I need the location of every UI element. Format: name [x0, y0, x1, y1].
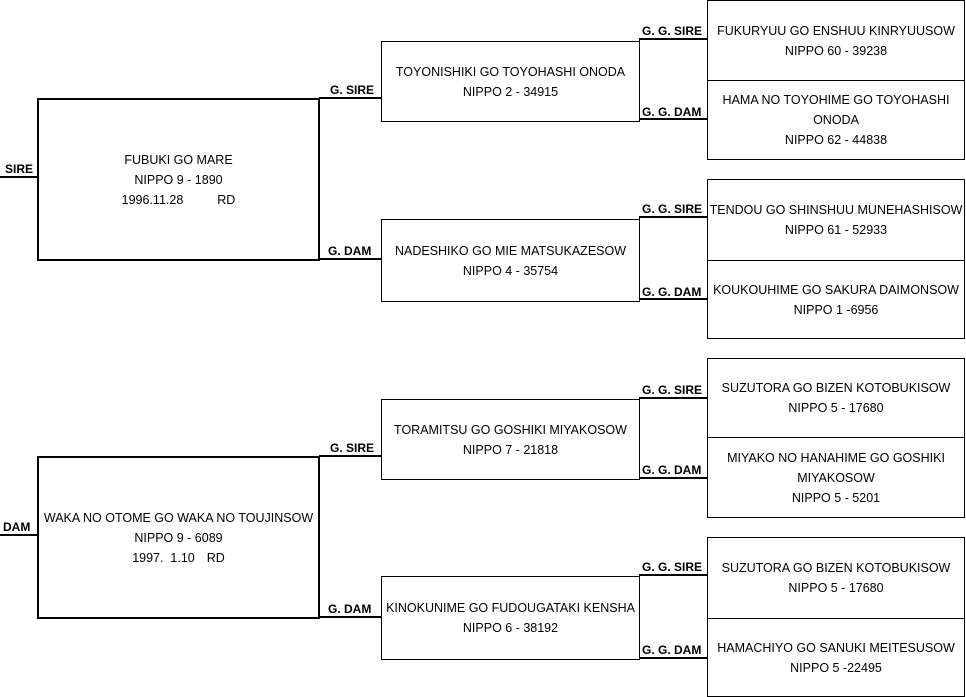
great-grandparent-box: HAMACHIYO GO SANUKI MEITESUSOW NIPPO 5 -…: [707, 618, 965, 697]
grandsire-name: TORAMITSU GO GOSHIKI MIYAKOSOW: [394, 422, 627, 437]
gg-dam-label: G. G. DAM: [642, 285, 702, 299]
sire-birth-line: 1996.11.28 RD: [122, 190, 236, 210]
great-grandparent-name: MIYAKO NO HANAHIME GO GOSHIKI MIYAKOSOW: [727, 450, 945, 485]
great-grandparent-name: HAMACHIYO GO SANUKI MEITESUSOW: [717, 640, 955, 655]
dam-color: RD: [206, 550, 225, 565]
great-grandparent-registration: NIPPO 5 - 17680: [788, 401, 884, 415]
gg-dam-label: G. G. DAM: [642, 643, 702, 657]
connector: [639, 477, 708, 479]
granddam-box: NADESHIKO GO MIE MATSUKAZESOW NIPPO 4 - …: [381, 219, 640, 302]
great-grandparent-registration: NIPPO 5 -22495: [790, 660, 882, 675]
dam-birth-date: 1997. 1.10: [132, 550, 195, 565]
great-grandparent-box: FUKURYUU GO ENSHUU KINRYUUSOW NIPPO 60 -…: [707, 0, 965, 81]
connector: [639, 216, 708, 218]
dam-birth-line: 1997. 1.10 RD: [132, 548, 225, 568]
connector: [639, 574, 708, 576]
granddam-registration: NIPPO 6 - 38192: [462, 621, 559, 635]
sire-name: FUBUKI GO MARE: [124, 152, 233, 167]
great-grandparent-registration: NIPPO 61 - 52933: [784, 223, 888, 237]
great-grandparent-name: SUZUTORA GO BIZEN KOTOBUKISOW: [721, 381, 951, 395]
granddam-registration: NIPPO 4 - 35754: [462, 263, 559, 278]
sire-label: SIRE: [5, 162, 34, 176]
great-grandparent-box: MIYAKO NO HANAHIME GO GOSHIKI MIYAKOSOW …: [707, 437, 965, 518]
connector: [639, 118, 708, 120]
grandsire-box: TOYONISHIKI GO TOYOHASHI ONODA NIPPO 2 -…: [381, 41, 640, 122]
g-dam-label: G. DAM: [328, 602, 372, 616]
great-grandparent-name: TENDOU GO SHINSHUU MUNEHASHISOW: [709, 203, 963, 217]
connector: [319, 616, 381, 618]
connector: [319, 455, 381, 457]
granddam-name: KINOKUNIME GO FUDOUGATAKI KENSHA: [386, 601, 635, 615]
g-sire-label: G. SIRE: [330, 441, 375, 455]
sire-box: FUBUKI GO MARE NIPPO 9 - 1890 1996.11.28…: [37, 98, 320, 261]
connector: [639, 298, 708, 300]
great-grandparent-registration: NIPPO 62 - 44838: [784, 133, 888, 147]
great-grandparent-box: SUZUTORA GO BIZEN KOTOBUKISOW NIPPO 5 - …: [707, 537, 965, 619]
granddam-name: NADESHIKO GO MIE MATSUKAZESOW: [394, 243, 627, 258]
dam-registration: NIPPO 9 - 6089: [134, 530, 223, 545]
grandsire-name: TOYONISHIKI GO TOYOHASHI ONODA: [395, 64, 626, 79]
great-grandparent-box: KOUKOUHIME GO SAKURA DAIMONSOW NIPPO 1 -…: [707, 260, 965, 339]
sire-color: RD: [217, 192, 236, 207]
great-grandparent-registration: NIPPO 60 - 39238: [784, 43, 888, 58]
great-grandparent-registration: NIPPO 5 - 5201: [791, 490, 881, 505]
great-grandparent-name: HAMA NO TOYOHIME GO TOYOHASHI ONODA: [722, 93, 950, 127]
grandsire-registration: NIPPO 7 - 21818: [462, 442, 559, 457]
connector: [0, 176, 38, 178]
sire-registration: NIPPO 9 - 1890: [134, 172, 223, 187]
grandsire-registration: NIPPO 2 - 34915: [462, 84, 559, 99]
granddam-box: KINOKUNIME GO FUDOUGATAKI KENSHA NIPPO 6…: [381, 576, 640, 660]
great-grandparent-box: HAMA NO TOYOHIME GO TOYOHASHI ONODA NIPP…: [707, 80, 965, 160]
great-grandparent-name: SUZUTORA GO BIZEN KOTOBUKISOW: [721, 561, 951, 575]
dam-label: DAM: [3, 520, 31, 534]
dam-box: WAKA NO OTOME GO WAKA NO TOUJINSOW NIPPO…: [37, 456, 320, 619]
g-dam-label: G. DAM: [328, 244, 372, 258]
gg-sire-label: G. G. SIRE: [642, 202, 703, 216]
gg-dam-label: G. G. DAM: [642, 105, 702, 119]
connector: [319, 97, 381, 99]
gg-sire-label: G. G. SIRE: [642, 560, 703, 574]
great-grandparent-registration: NIPPO 1 -6956: [793, 302, 879, 317]
connector: [639, 397, 708, 399]
connector: [319, 258, 381, 260]
grandsire-box: TORAMITSU GO GOSHIKI MIYAKOSOW NIPPO 7 -…: [381, 399, 640, 480]
sire-birth-date: 1996.11.28: [121, 192, 184, 207]
great-grandparent-name: FUKURYUU GO ENSHUU KINRYUUSOW: [717, 23, 955, 38]
great-grandparent-box: TENDOU GO SHINSHUU MUNEHASHISOW NIPPO 61…: [707, 179, 965, 261]
great-grandparent-box: SUZUTORA GO BIZEN KOTOBUKISOW NIPPO 5 - …: [707, 358, 965, 438]
gg-sire-label: G. G. SIRE: [642, 383, 703, 397]
connector: [639, 38, 708, 40]
great-grandparent-name: KOUKOUHIME GO SAKURA DAIMONSOW: [713, 282, 959, 297]
great-grandparent-registration: NIPPO 5 - 17680: [788, 581, 884, 595]
connector: [0, 534, 38, 536]
g-sire-label: G. SIRE: [330, 83, 375, 97]
gg-sire-label: G. G. SIRE: [642, 24, 703, 38]
dam-name: WAKA NO OTOME GO WAKA NO TOUJINSOW: [43, 510, 314, 525]
gg-dam-label: G. G. DAM: [642, 463, 702, 477]
connector: [639, 657, 708, 659]
